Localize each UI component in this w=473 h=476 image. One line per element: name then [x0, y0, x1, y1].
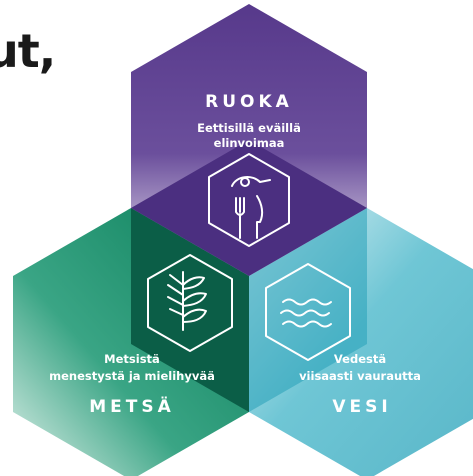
metsa-title: METSÄ	[89, 395, 175, 417]
vesi-subtitle-line1: Vedestä	[334, 352, 386, 366]
vesi-title: VESI	[332, 397, 391, 417]
water-waves-icon	[265, 263, 351, 361]
ruoka-subtitle-line2: elinvoimaa	[214, 136, 285, 150]
leaf-sprig-icon	[147, 254, 233, 352]
fork-knife-icon	[208, 153, 290, 247]
center-overlap	[131, 140, 367, 276]
ruoka-subtitle-line1: Eettisillä eväillä	[197, 121, 301, 135]
metsa-subtitle-line2: menestystä ja mielihyvää	[49, 369, 215, 383]
vesi-subtitle-line2: viisaasti vaurautta	[299, 369, 421, 383]
partial-heading: ut,	[0, 24, 56, 78]
ruoka-title: RUOKA	[205, 92, 293, 112]
metsa-subtitle-line1: Metsistä	[104, 352, 160, 366]
